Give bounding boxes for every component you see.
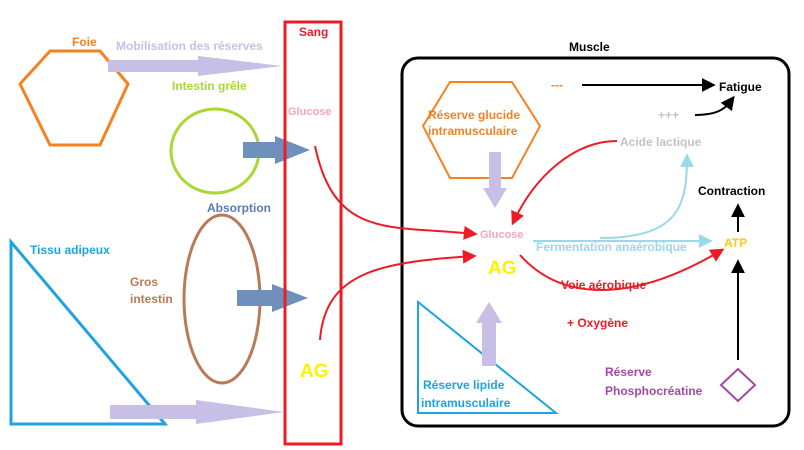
plus-to-fatigue-arrow (694, 95, 735, 116)
foie-label: Foie (72, 35, 97, 49)
contraction-label: Contraction (698, 184, 765, 198)
glucose-blood-to-muscle-arrow (314, 145, 478, 240)
sang-label: Sang (299, 25, 328, 39)
ag-blood-to-muscle-arrow (319, 249, 477, 341)
reserve-glucide-label-1: Réserve glucide (428, 108, 520, 122)
reserve-lipide-label-2: intramusculaire (421, 396, 511, 410)
atp-label: ATP (724, 236, 747, 250)
ag-sang-label: AG (300, 361, 329, 382)
mobilisation-arrow (108, 56, 282, 76)
absorption-label: Absorption (207, 201, 271, 215)
reserve-glucide-label-2: intramusculaire (428, 124, 518, 138)
gros-intestin-label-2: intestin (130, 292, 173, 306)
glucose-to-acide-arrow (599, 153, 694, 239)
phospho-diamond (719, 367, 757, 403)
fermentation-label: Fermentation anaérobique (536, 240, 687, 254)
tissu-adipeux-shape (9, 237, 169, 426)
absorption-arrow-top (243, 136, 310, 164)
sang-column (283, 20, 343, 446)
acide-to-glucose-arrow (511, 140, 618, 226)
reserve-phospho-label-2: Phosphocréatine (605, 384, 703, 398)
reserve-glucide-arrow (483, 152, 507, 208)
glucose-sang-label: Glucose (288, 106, 331, 118)
glucose-muscle-label: Glucose (480, 229, 523, 241)
foie-shape (18, 49, 130, 147)
voie-aerobique-label: Voie aérobique (561, 278, 646, 292)
fatigue-label: Fatigue (719, 80, 762, 94)
reserve-lipide-arrow (476, 302, 502, 366)
minus-signs: --- (551, 78, 563, 92)
tissu-adipeux-label: Tissu adipeux (30, 243, 110, 257)
oxygene-label: + Oxygène (567, 316, 628, 330)
reserve-glucide-shape (421, 81, 542, 179)
plus-signs: +++ (658, 108, 679, 122)
muscle-label: Muscle (569, 40, 610, 54)
acide-lactique-label: Acide lactique (620, 135, 702, 149)
reserve-lipide-label-1: Réserve lipide (423, 378, 505, 392)
muscle-box (400, 56, 791, 428)
absorption-arrow-bottom (237, 284, 308, 312)
voie-aerobique-arrow (519, 248, 725, 291)
reserve-phospho-label-1: Réserve (605, 365, 652, 379)
intestin-grele-label: Intestin grêle (172, 79, 247, 93)
ag-muscle-label: AG (488, 258, 517, 279)
gros-intestin-label-1: Gros (130, 275, 158, 289)
mobilisation-arrow-bottom (110, 400, 284, 424)
mobilisation-label: Mobilisation des réserves (116, 39, 263, 53)
